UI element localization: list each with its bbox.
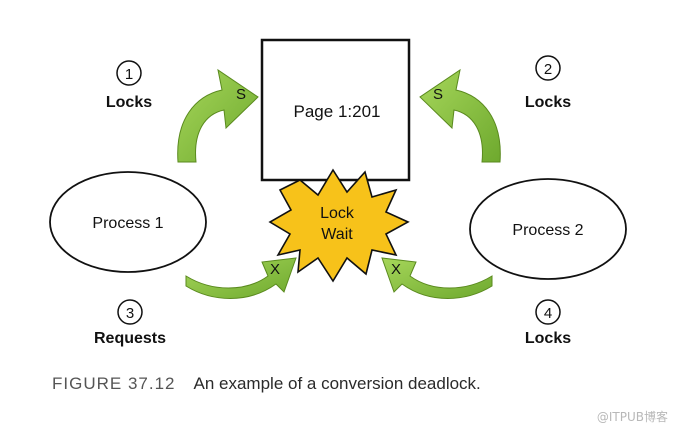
step-4: 4 Locks [525,299,571,347]
caption-text: An example of a conversion deadlock. [193,374,481,393]
arrow-x-right: X [381,257,493,299]
page-box: Page 1:201 [260,38,411,182]
step-3: 3 Requests [94,299,166,347]
step-1-badge [116,60,142,86]
figure-caption: FIGURE 37.12 An example of a conversion d… [52,374,481,394]
lock-wait-starburst: Lock Wait [268,168,410,283]
step-1-label: Locks [106,94,152,111]
step-2-badge [535,55,561,81]
watermark: @ITPUB博客 [596,410,668,424]
step-3-label: Requests [94,330,166,347]
process-2: Process 2 [469,178,627,280]
arrow-s-left: S [177,68,259,163]
step-1: 1 Locks [106,60,152,111]
page-label: Page 1:201 [294,102,381,121]
arrow-x-left-mode: X [270,261,280,278]
step-2-label: Locks [525,94,571,111]
step-1-number: 1 [125,66,133,83]
step-4-badge [535,299,561,325]
arrow-s-right: S [419,68,501,163]
arrow-s-left-mode: S [236,86,246,103]
arrow-x-right-mode: X [391,261,401,278]
arrow-s-right-mode: S [433,86,443,103]
step-2-number: 2 [544,61,552,78]
process-1: Process 1 [49,171,207,273]
step-3-badge [117,299,143,325]
step-4-label: Locks [525,330,571,347]
process-2-label: Process 2 [512,222,583,239]
step-3-number: 3 [126,305,134,322]
lock-wait-line1: Lock [320,205,355,222]
step-4-number: 4 [544,305,552,322]
arrow-x-left: X [185,257,297,299]
figure-number: FIGURE 37.12 [52,374,176,393]
process-1-label: Process 1 [92,215,163,232]
step-2: 2 Locks [525,55,571,111]
lock-wait-line2: Wait [321,226,353,243]
